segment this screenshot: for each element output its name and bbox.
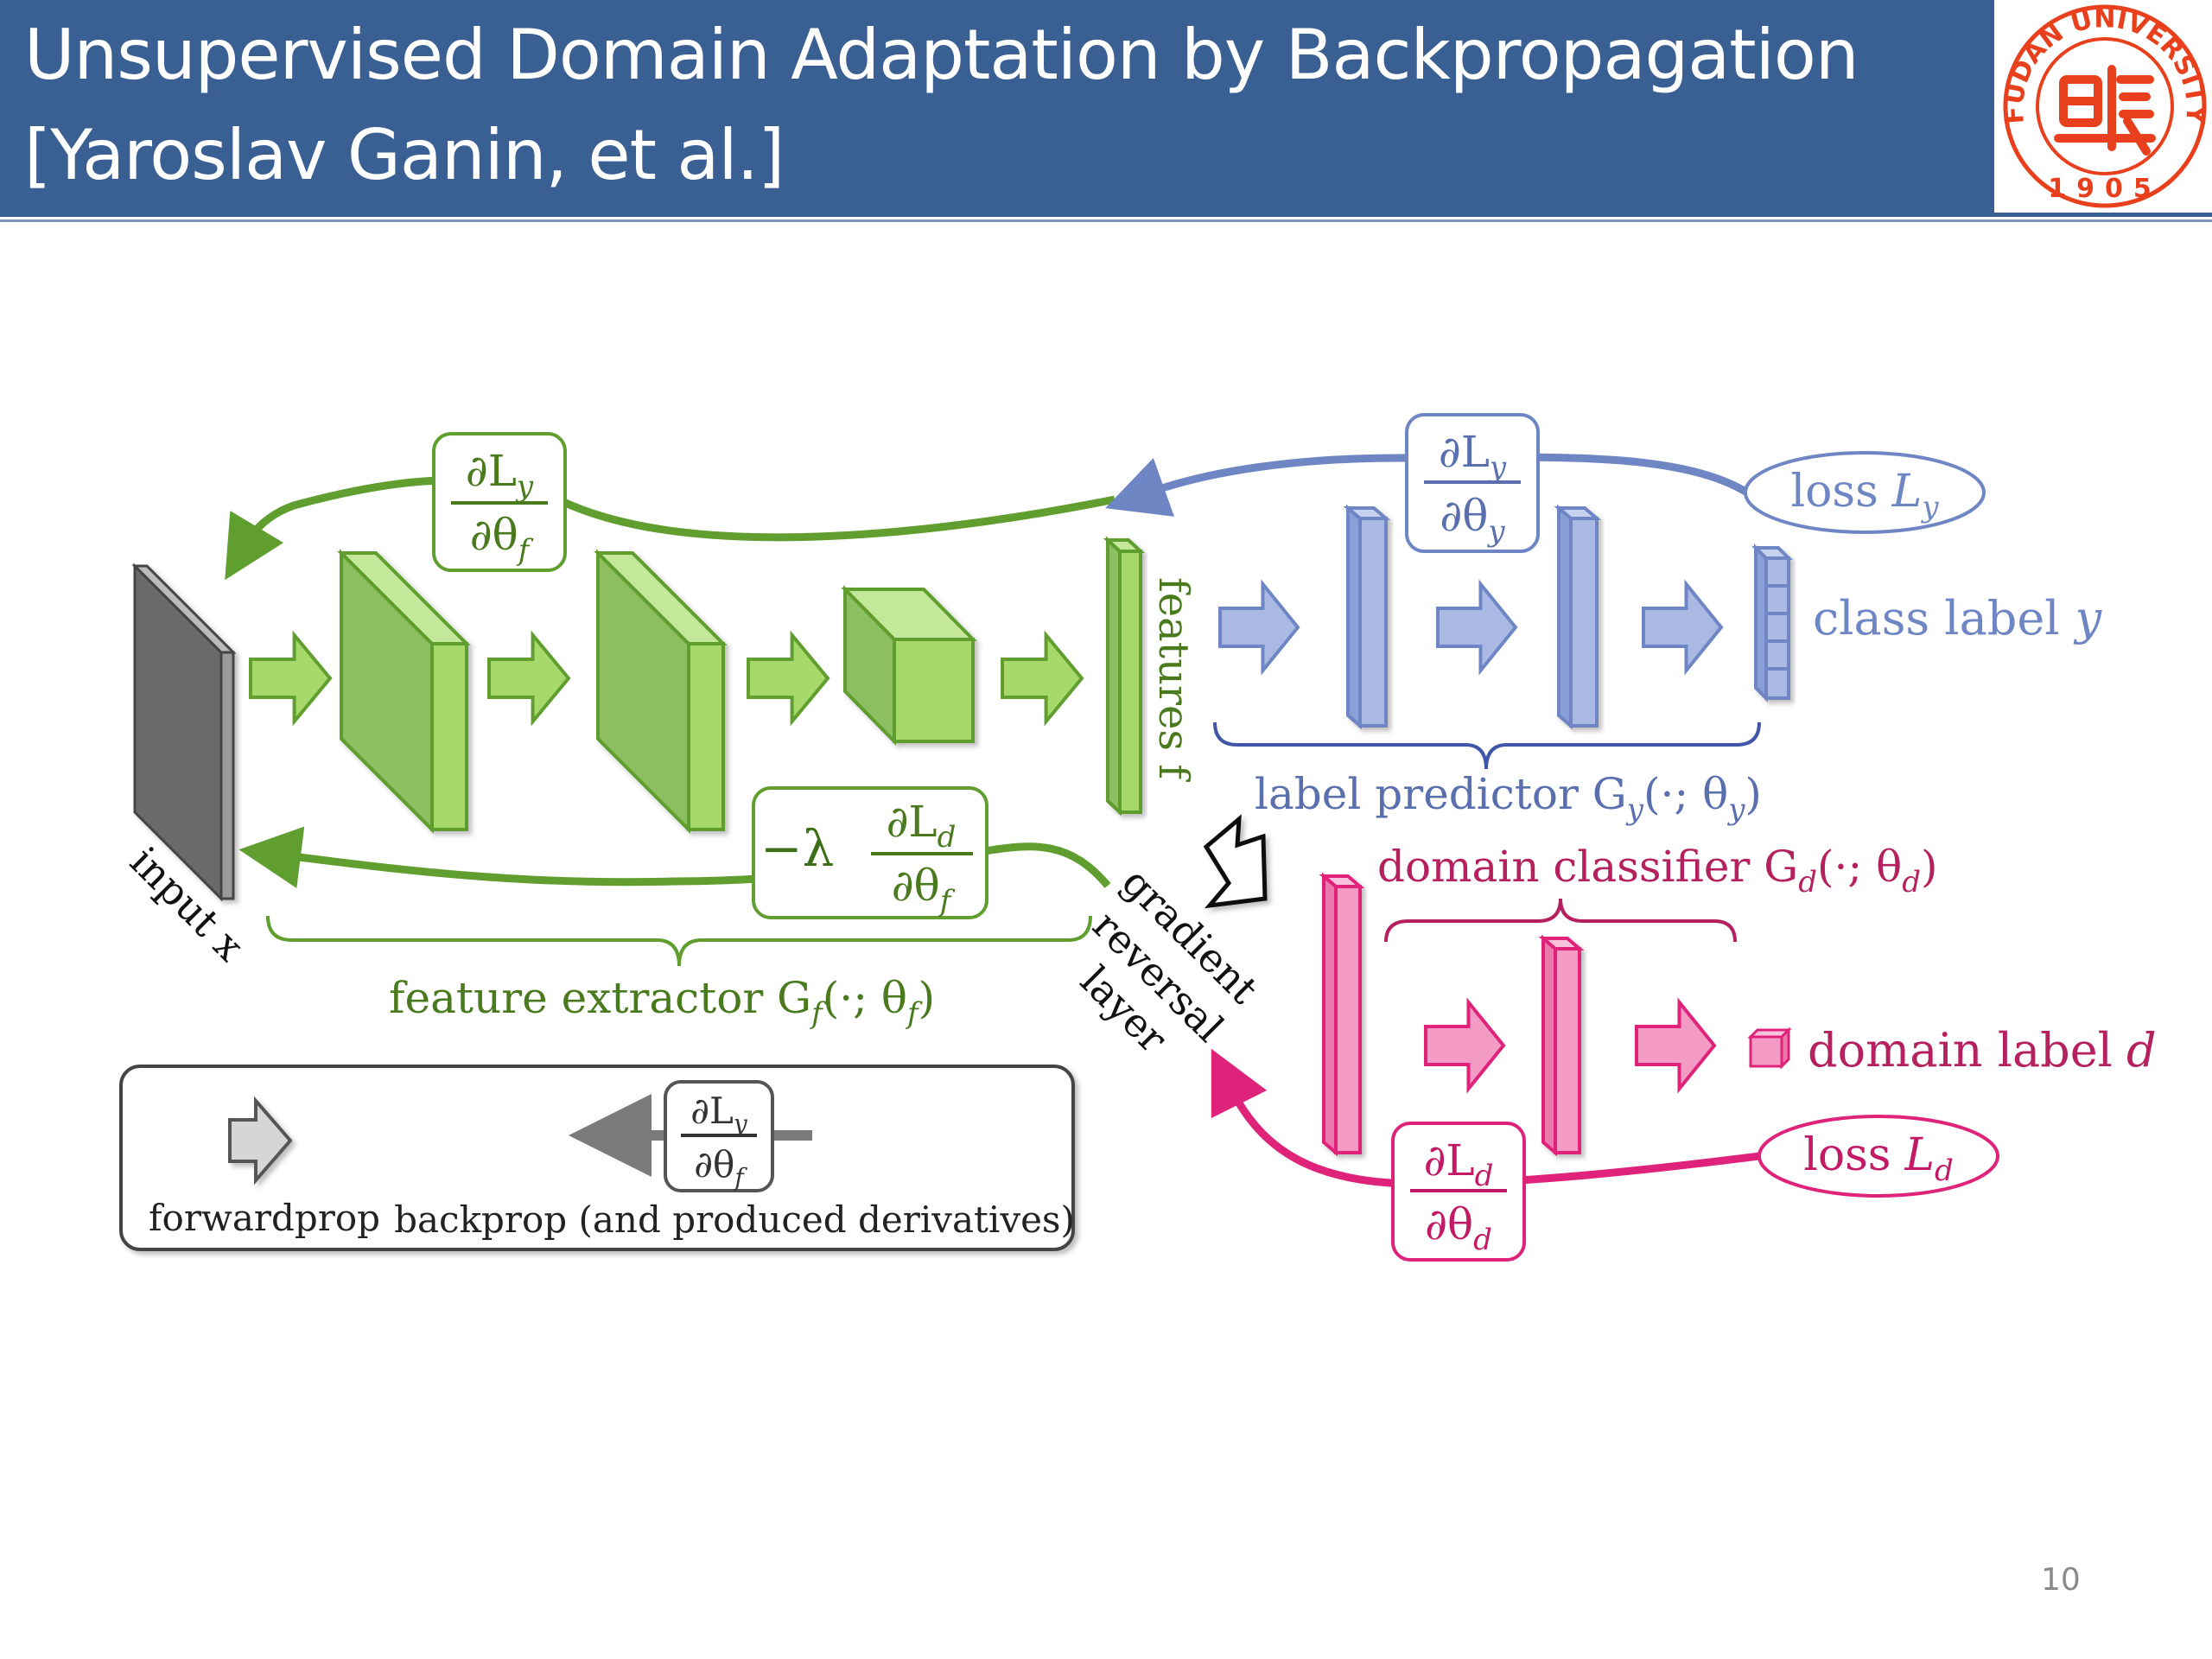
svg-text:∂θy: ∂θy (1440, 491, 1505, 549)
university-seal-icon: FUDAN UNIVERSITY 1905 (1999, 3, 2210, 208)
forward-arrow-icon (1635, 997, 1717, 1094)
svg-text:∂Ld: ∂Ld (887, 797, 957, 855)
backprop-arrow-ld-reversed (238, 826, 1111, 888)
slide-header: Unsupervised Domain Adaptation by Backpr… (0, 0, 1994, 213)
svg-text:∂θf: ∂θf (470, 510, 534, 568)
header-divider (0, 213, 2212, 217)
seal-year: 1905 (2048, 174, 2162, 204)
svg-text:∂Ly: ∂Ly (690, 1090, 748, 1138)
label-forward-arrows (1218, 579, 1724, 676)
label-fc-layer-2 (1554, 504, 1602, 730)
svg-text:∂Ly: ∂Ly (1439, 427, 1507, 485)
domain-output-cube (1747, 1027, 1792, 1070)
forward-arrow-icon (1436, 579, 1518, 676)
svg-text:∂Ly: ∂Ly (466, 446, 534, 504)
derivative-box-dly-dthetaf: ∂Ly ∂θf (432, 432, 567, 572)
forward-arrow-icon (1218, 579, 1300, 676)
conv-layer-2 (594, 549, 728, 834)
features-label: features f (1149, 577, 1198, 782)
legend-forward-label: forwardprop (149, 1197, 380, 1239)
feature-forward-arrows (249, 630, 1084, 727)
conv-layer-1 (337, 549, 471, 834)
legend-derivative-box: ∂Ly ∂θf (664, 1080, 774, 1192)
features-vector (1103, 536, 1146, 817)
derivative-box-dld-dthetad: ∂Ld ∂θd (1391, 1122, 1526, 1262)
forward-arrow-icon (487, 630, 571, 727)
conv-layer-3 (841, 585, 977, 746)
feature-extractor-label: feature extractor Gf(·; θf) (389, 973, 935, 1031)
svg-text:∂θd: ∂θd (1425, 1199, 1492, 1257)
backprop-arrow-ly-feature (225, 476, 1116, 581)
gradient-reversal-arrow-icon (1203, 814, 1268, 909)
domain-fc-layer-2 (1538, 934, 1585, 1157)
svg-text:−λ: −λ (760, 819, 834, 878)
label-predictor-brace (1213, 721, 1761, 770)
domain-classifier-label: domain classifier Gd(·; θd) (1377, 842, 1938, 899)
svg-text:∂θf: ∂θf (892, 861, 956, 918)
forward-arrow-icon (1424, 997, 1506, 1094)
label-predictor-label: label predictor Gy(·; θy) (1255, 769, 1762, 827)
header-divider-thin (0, 219, 2212, 222)
class-output-vector (1751, 543, 1793, 702)
domain-classifier-brace (1384, 898, 1737, 943)
label-fc-layer-1 (1343, 504, 1391, 730)
forwardprop-arrow-icon (228, 1096, 293, 1185)
svg-text:∂Ld: ∂Ld (1424, 1135, 1494, 1193)
domain-forward-arrows (1424, 997, 1717, 1094)
legend-backward-label: backprop (and produced derivatives) (394, 1198, 1075, 1241)
domain-fc-layer-1 (1319, 872, 1365, 1157)
derivative-box-dly-dthetay: ∂Ly ∂θy (1405, 413, 1540, 553)
title-line-1: Unsupervised Domain Adaptation by Backpr… (24, 15, 1859, 95)
legend-box: forwardprop ∂Ly ∂θf backprop (and produc… (119, 1065, 1075, 1251)
slide-title: Unsupervised Domain Adaptation by Backpr… (24, 5, 1859, 206)
page-number: 10 (2041, 1562, 2081, 1598)
forward-arrow-icon (1001, 630, 1084, 727)
title-line-2: [Yaroslav Ganin, et al.] (24, 115, 785, 195)
forward-arrow-icon (747, 630, 830, 727)
feature-extractor-brace (266, 915, 1092, 967)
forward-arrow-icon (1642, 579, 1724, 676)
input-image-block (131, 563, 237, 902)
derivative-box-neg-lambda-dld-dthetaf: −λ ∂Ld ∂θf (752, 786, 988, 919)
forward-arrow-icon (249, 630, 333, 727)
